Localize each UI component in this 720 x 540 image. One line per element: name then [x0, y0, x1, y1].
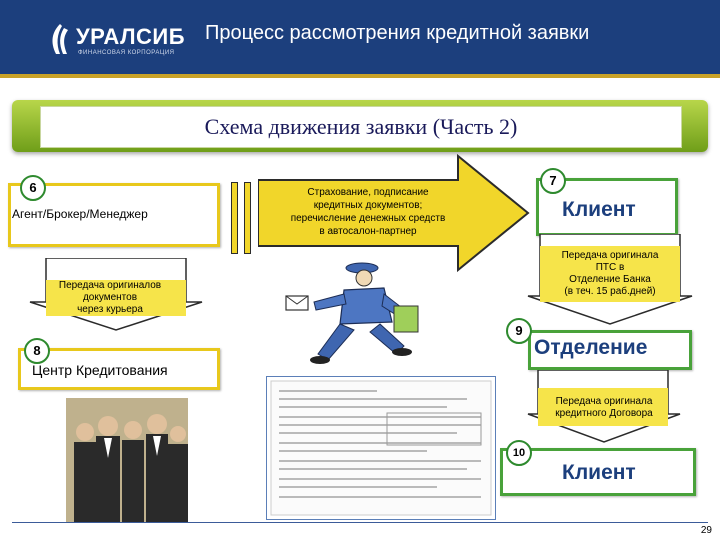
- uralsib-logo: УРАЛСИБ ФИНАНСОВАЯ КОРПОРАЦИЯ: [46, 22, 186, 62]
- section-band-inner: Схема движения заявки (Часть 2): [40, 106, 682, 148]
- step-10-badge: 10: [506, 440, 532, 466]
- step-7-label: Клиент: [562, 198, 636, 221]
- arrow-text-line: документов: [82, 292, 138, 303]
- section-band: Схема движения заявки (Часть 2): [12, 100, 708, 152]
- section-title: Схема движения заявки (Часть 2): [204, 114, 518, 139]
- down-arrow-9-10: [527, 370, 681, 443]
- big-arrow-text: Страхование, подписание кредитных докуме…: [262, 186, 474, 238]
- team-photo-illustration: [66, 398, 188, 522]
- arrow-text-line: Передача оригиналов: [58, 280, 162, 291]
- step-6-box: [8, 183, 220, 247]
- up-arrow-9-7: [527, 234, 693, 325]
- arrow-text-line: Передача оригинала: [561, 250, 659, 261]
- footer-line: [12, 522, 708, 523]
- logo-subtitle: ФИНАНСОВАЯ КОРПОРАЦИЯ: [78, 50, 175, 56]
- team-photo: [66, 398, 188, 522]
- page-number: 29: [700, 525, 712, 536]
- step-9-box: [528, 330, 692, 370]
- step-9-badge: 9: [506, 318, 532, 344]
- page-title: Процесс рассмотрения кредитной заявки: [205, 22, 590, 44]
- logo-name: УРАЛСИБ: [76, 24, 186, 49]
- step-6-label: Агент/Брокер/Менеджер: [12, 207, 148, 221]
- step-7-badge: 7: [540, 168, 566, 194]
- arrow-text-line: кредитного Договора: [555, 408, 653, 419]
- header-stripe: [0, 74, 720, 78]
- logo-emblem-icon: [52, 24, 68, 54]
- big-arrow-line: в автосалон-партнер: [319, 226, 417, 237]
- step-6-badge: 6: [20, 175, 46, 201]
- document-illustration: [270, 380, 492, 516]
- step-8-box: [18, 348, 220, 390]
- up-arrow-9-7-text: Передача оригинала ПТС в Отделение Банка…: [540, 250, 680, 298]
- arrow-text-line: через курьера: [77, 304, 143, 315]
- arrow-text-line: ПТС в: [595, 262, 625, 273]
- step-8-label: Центр Кредитования: [32, 362, 168, 378]
- arrow-text-line: Передача оригинала: [555, 396, 653, 407]
- courier-illustration: [284, 258, 440, 366]
- step-9-label: Отделение: [534, 336, 648, 359]
- arrow-text-line: Отделение Банка: [569, 274, 651, 285]
- credit-document-image: [266, 376, 496, 520]
- step-10-label: Клиент: [562, 461, 636, 484]
- divider-bar: [244, 182, 251, 254]
- step-8-badge: 8: [24, 338, 50, 364]
- arrow-text-line: (в теч. 15 раб.дней): [564, 286, 656, 297]
- down-arrow-6-8-text: Передача оригиналов документов через кур…: [42, 280, 178, 316]
- divider-bar: [231, 182, 238, 254]
- big-arrow-line: перечисление денежных средств: [290, 213, 446, 224]
- big-arrow-line: Страхование, подписание: [307, 187, 429, 198]
- down-arrow-6-8: [29, 258, 203, 331]
- header-bar: УРАЛСИБ ФИНАНСОВАЯ КОРПОРАЦИЯ Процесс ра…: [0, 0, 720, 74]
- step-10-box: [500, 448, 696, 496]
- down-arrow-9-10-text: Передача оригинала кредитного Договора: [538, 396, 670, 420]
- big-right-arrow: [258, 153, 530, 273]
- big-arrow-line: кредитных документов;: [313, 200, 423, 211]
